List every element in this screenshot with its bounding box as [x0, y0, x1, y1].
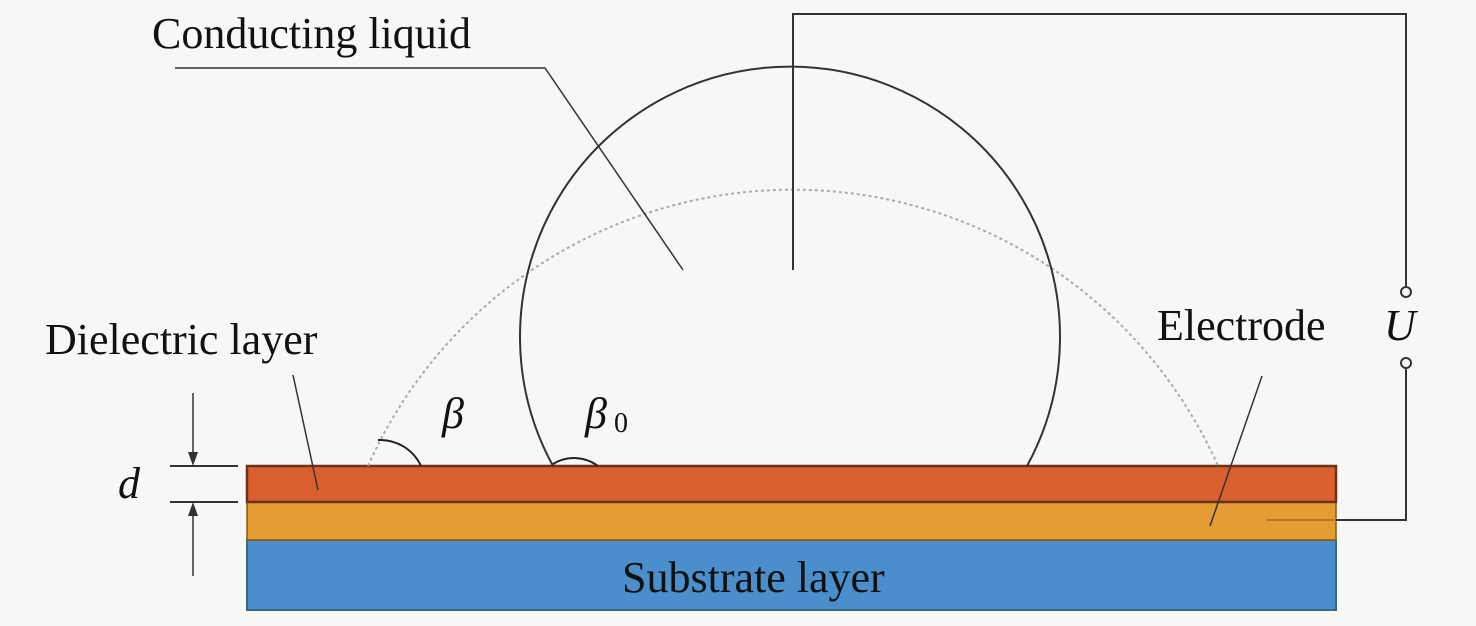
angle-beta0-arc — [552, 457, 599, 467]
leader-conducting-liquid — [175, 67, 684, 271]
label-voltage: U — [1384, 301, 1419, 350]
label-beta0-subscript: 0 — [614, 408, 628, 439]
terminal-bottom — [1400, 357, 1412, 369]
label-substrate-layer: Substrate layer — [622, 553, 885, 602]
wire-top — [792, 13, 1407, 286]
electrode-layer — [246, 501, 1337, 541]
wire-bottom — [1336, 369, 1407, 521]
label-beta: β — [441, 389, 464, 438]
label-beta0: β — [584, 389, 607, 438]
label-conducting-liquid: Conducting liquid — [152, 9, 471, 58]
angle-beta-arc — [377, 438, 422, 467]
arrowhead-down-icon — [188, 452, 198, 466]
leader-electrode — [1209, 375, 1263, 527]
arrowhead-up-icon — [188, 502, 198, 516]
droplet-outline — [519, 65, 1061, 467]
leader-dielectric — [292, 374, 319, 491]
label-thickness-d: d — [118, 459, 141, 508]
label-dielectric-layer: Dielectric layer — [45, 315, 318, 364]
dielectric-layer — [245, 464, 1338, 504]
terminal-top — [1400, 286, 1412, 298]
substrate-layer — [246, 539, 1337, 611]
label-electrode: Electrode — [1157, 301, 1326, 350]
